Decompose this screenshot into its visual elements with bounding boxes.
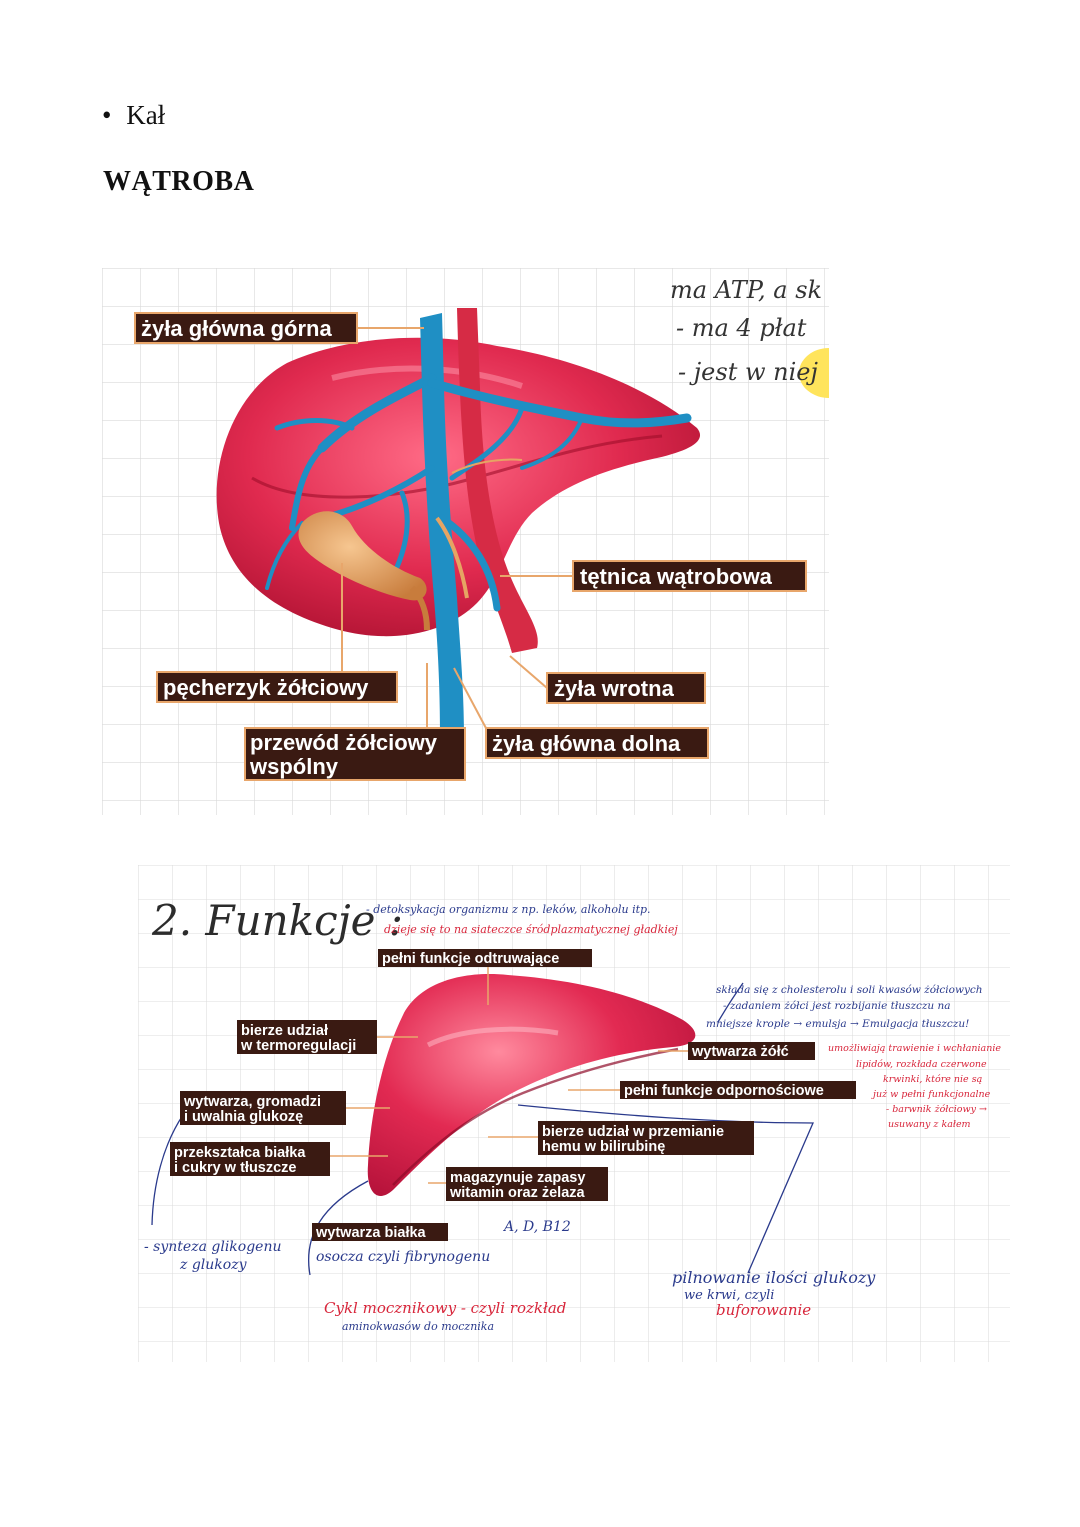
label-hepatic-artery: tętnica wątrobowa <box>572 560 807 592</box>
protein-note: osocza czyli fibrynogenu <box>316 1249 490 1265</box>
bullet-item: • Kał <box>102 100 165 131</box>
bile-note-8: - barwnik żółciowy → <box>886 1104 987 1115</box>
handnote-line-1: ma ATP, a sk <box>670 276 822 304</box>
bile-note-7: już w pełni funkcjonalne <box>871 1089 991 1100</box>
label-bile-text: wytwarza żółć <box>691 1044 789 1060</box>
label-thermo-text-2: w termoregulacji <box>240 1038 356 1054</box>
label-heme-text-2: hemu w bilirubinę <box>542 1139 665 1155</box>
liver-functions-figure: 2. Funkcje : - detoksykacja organizmu z … <box>138 865 1010 1362</box>
bile-notes: składa się z cholesterolu i soli kwasów … <box>706 984 1001 1130</box>
label-common-bile-duct-text-1: przewód żółciowy <box>250 730 438 755</box>
sugar-note-1: pilnowanie ilości glukozy <box>672 1268 876 1287</box>
glycogen-notes: - synteza glikogenu z glukozy <box>144 1239 281 1273</box>
glyco-note-2: z glukozy <box>179 1257 248 1273</box>
functions-title: 2. Funkcje : <box>151 896 403 945</box>
bile-note-2: - zadaniem żółci jest rozbijanie tłuszcz… <box>723 1000 951 1012</box>
label-convert-text-1: przekształca białka <box>174 1145 306 1161</box>
liver-anatomy-figure: żyła główna górna tętnica wątrobowa pęch… <box>102 268 829 815</box>
label-bile: wytwarza żółć <box>688 1042 815 1060</box>
label-immune-text: pełni funkcje odpornościowe <box>624 1083 824 1099</box>
title-note-2: dzieje się to na siateczce śródplazmatyc… <box>384 923 678 936</box>
label-thermo-text-1: bierze udział <box>241 1023 328 1039</box>
bile-note-5: lipidów, rozkłada czerwone <box>856 1059 987 1070</box>
label-superior-vena-cava: żyła główna górna <box>134 312 358 344</box>
bile-note-1: składa się z cholesterolu i soli kwasów … <box>716 984 983 996</box>
label-detox-text: pełni funkcje odtruwające <box>382 951 559 967</box>
highlight-mark <box>799 348 829 398</box>
label-common-bile-duct: przewód żółciowy wspólny <box>244 727 466 781</box>
label-detox: pełni funkcje odtruwające <box>378 949 592 967</box>
bile-note-3: mniejsze krople → emulsja → Emulgacja tł… <box>706 1018 969 1030</box>
sugar-note-2: we krwi, czyli <box>684 1288 774 1303</box>
label-heme-text-1: bierze udział w przemianie <box>542 1124 724 1140</box>
title-note-1: - detoksykacja organizmu z np. leków, al… <box>366 903 651 916</box>
liver-anatomy-svg: żyła główna górna tętnica wątrobowa pęch… <box>102 268 829 815</box>
label-gallbladder-text: pęcherzyk żółciowy <box>163 675 369 700</box>
sugar-note-3: buforowanie <box>716 1301 811 1319</box>
handnote-line-3: - jest w niej <box>678 358 818 386</box>
bullet-text: Kał <box>126 100 166 130</box>
label-thermoregulation: bierze udział w termoregulacji <box>237 1020 377 1054</box>
bullet-marker: • <box>102 100 112 130</box>
label-convert-text-2: i cukry w tłuszcze <box>174 1160 297 1176</box>
label-glucose-text-2: i uwalnia glukozę <box>184 1109 303 1125</box>
urea-note-2: aminokwasów do mocznika <box>342 1320 494 1333</box>
label-superior-vena-cava-text: żyła główna górna <box>141 316 332 341</box>
bile-note-6: krwinki, które nie są <box>883 1074 983 1085</box>
label-common-bile-duct-text-2: wspólny <box>249 754 339 779</box>
gallbladder-shape <box>298 511 427 601</box>
urea-notes: Cykl mocznikowy - czyli rozkład aminokwa… <box>324 1299 566 1333</box>
label-storage-text-1: magazynuje zapasy <box>450 1170 585 1186</box>
page-heading: WĄTROBA <box>103 166 255 197</box>
label-portal-vein: żyła wrotna <box>546 672 706 704</box>
label-portal-vein-text: żyła wrotna <box>554 676 675 701</box>
label-glucose-text-1: wytwarza, gromadzi <box>183 1094 321 1110</box>
label-immune: pełni funkcje odpornościowe <box>620 1081 856 1099</box>
label-inferior-vena-cava-text: żyła główna dolna <box>492 731 681 756</box>
label-protein-text: wytwarza białka <box>315 1225 427 1241</box>
label-convert: przekształca białka i cukry w tłuszcze <box>170 1142 330 1176</box>
handnotes-group: ma ATP, a sk - ma 4 płat - jest w niej <box>670 276 822 386</box>
bile-note-9: usuwany z kałem <box>888 1119 971 1130</box>
label-storage: magazynuje zapasy witamin oraz żelaza <box>446 1167 608 1201</box>
vitamins-note: A, D, B12 <box>502 1219 571 1235</box>
glyco-note-1: - synteza glikogenu <box>144 1239 281 1255</box>
liver-functions-svg: 2. Funkcje : - detoksykacja organizmu z … <box>138 865 1010 1362</box>
label-inferior-vena-cava: żyła główna dolna <box>485 727 709 759</box>
label-storage-text-2: witamin oraz żelaza <box>449 1185 586 1201</box>
bile-note-4: umożliwiają trawienie i wchłanianie <box>828 1043 1001 1054</box>
handnote-line-2: - ma 4 płat <box>676 314 807 342</box>
label-heme: bierze udział w przemianie hemu w biliru… <box>538 1121 754 1155</box>
label-protein: wytwarza białka <box>312 1223 448 1241</box>
urea-note-1: Cykl mocznikowy - czyli rozkład <box>324 1299 566 1317</box>
label-gallbladder: pęcherzyk żółciowy <box>156 671 398 703</box>
label-hepatic-artery-text: tętnica wątrobowa <box>580 564 773 589</box>
sugar-notes: pilnowanie ilości glukozy we krwi, czyli… <box>672 1268 876 1319</box>
liver-shape-2 <box>367 974 696 1196</box>
label-glucose: wytwarza, gromadzi i uwalnia glukozę <box>180 1091 346 1125</box>
